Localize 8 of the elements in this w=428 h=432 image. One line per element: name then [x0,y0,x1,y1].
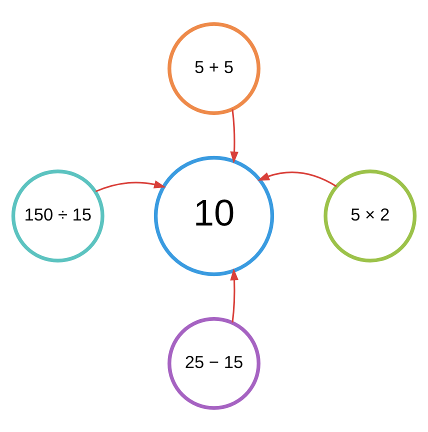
arrow [230,268,238,323]
arrow [95,180,166,192]
arrow [230,109,238,164]
node-circle: 25 − 15 [168,316,260,410]
node-circle: 5 + 5 [168,22,260,116]
node-circle: 150 ÷ 15 [11,170,104,262]
arrow [257,172,337,188]
node-circle: 5 × 2 [324,170,417,262]
